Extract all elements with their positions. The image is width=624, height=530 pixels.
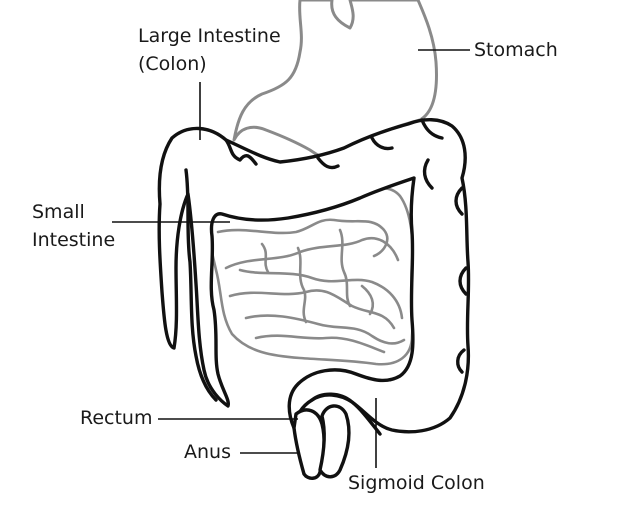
anus-label: Anus	[184, 439, 231, 466]
large-intestine-label: Large Intestine	[138, 23, 281, 50]
rectum-label: Rectum	[80, 405, 152, 432]
small-intestine-label-line2: Intestine	[32, 227, 115, 254]
anus-shape	[320, 406, 349, 477]
colon-label: (Colon)	[138, 51, 207, 78]
small-intestine-coils	[218, 220, 404, 352]
sigmoid-colon-label: Sigmoid Colon	[348, 470, 485, 497]
stomach-label: Stomach	[474, 37, 558, 64]
small-intestine-label-line1: Small	[32, 199, 85, 226]
